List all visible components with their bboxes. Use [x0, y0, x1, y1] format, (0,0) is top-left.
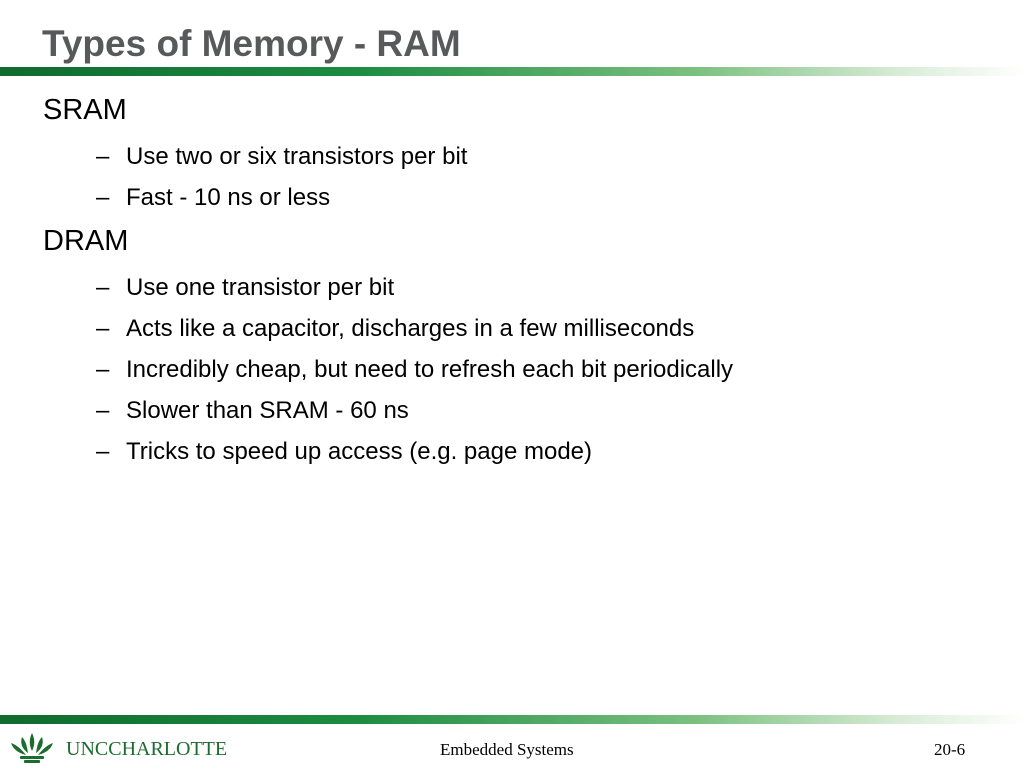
- bullet-text: Acts like a capacitor, discharges in a f…: [126, 315, 695, 342]
- bullet-item: –Use one transistor per bit: [96, 274, 394, 302]
- bullet-dash: –: [96, 438, 110, 465]
- bullet-item: –Use two or six transistors per bit: [96, 143, 467, 171]
- bullet-text: Tricks to speed up access (e.g. page mod…: [126, 438, 593, 465]
- bullet-text: Fast - 10 ns or less: [126, 184, 331, 211]
- crown-leaf-logo-icon: [11, 733, 53, 763]
- title-underline-bar: [0, 67, 1024, 76]
- bullet-text: Use two or six transistors per bit: [126, 143, 468, 170]
- logo-wordmark: UNCCHARLOTTE: [66, 738, 228, 760]
- bullet-dash: –: [96, 274, 110, 301]
- university-logo: UNCCHARLOTTE: [6, 729, 227, 765]
- bullet-dash: –: [96, 143, 110, 170]
- bullet-text: Slower than SRAM - 60 ns: [126, 397, 409, 424]
- bullet-dash: –: [96, 184, 110, 211]
- bullet-item: –Incredibly cheap, but need to refresh e…: [96, 356, 733, 384]
- bullet-text: Use one transistor per bit: [126, 274, 395, 301]
- bullet-item: –Fast - 10 ns or less: [96, 184, 330, 212]
- footer-course-title: Embedded Systems: [440, 740, 574, 759]
- bullet-dash: –: [96, 356, 110, 383]
- footer-bar: [0, 715, 1024, 724]
- bullet-item: –Acts like a capacitor, discharges in a …: [96, 315, 694, 343]
- bullet-dash: –: [96, 397, 110, 424]
- footer-page-number: 20-6: [934, 740, 966, 759]
- bullet-dash: –: [96, 315, 110, 342]
- section-heading-sram: SRAM: [43, 94, 127, 126]
- bullet-text: Incredibly cheap, but need to refresh ea…: [126, 356, 734, 383]
- bullet-item: –Slower than SRAM - 60 ns: [96, 397, 409, 425]
- slide-title: Types of Memory - RAM: [42, 23, 461, 64]
- section-heading-dram: DRAM: [43, 225, 129, 257]
- bullet-item: –Tricks to speed up access (e.g. page mo…: [96, 438, 592, 466]
